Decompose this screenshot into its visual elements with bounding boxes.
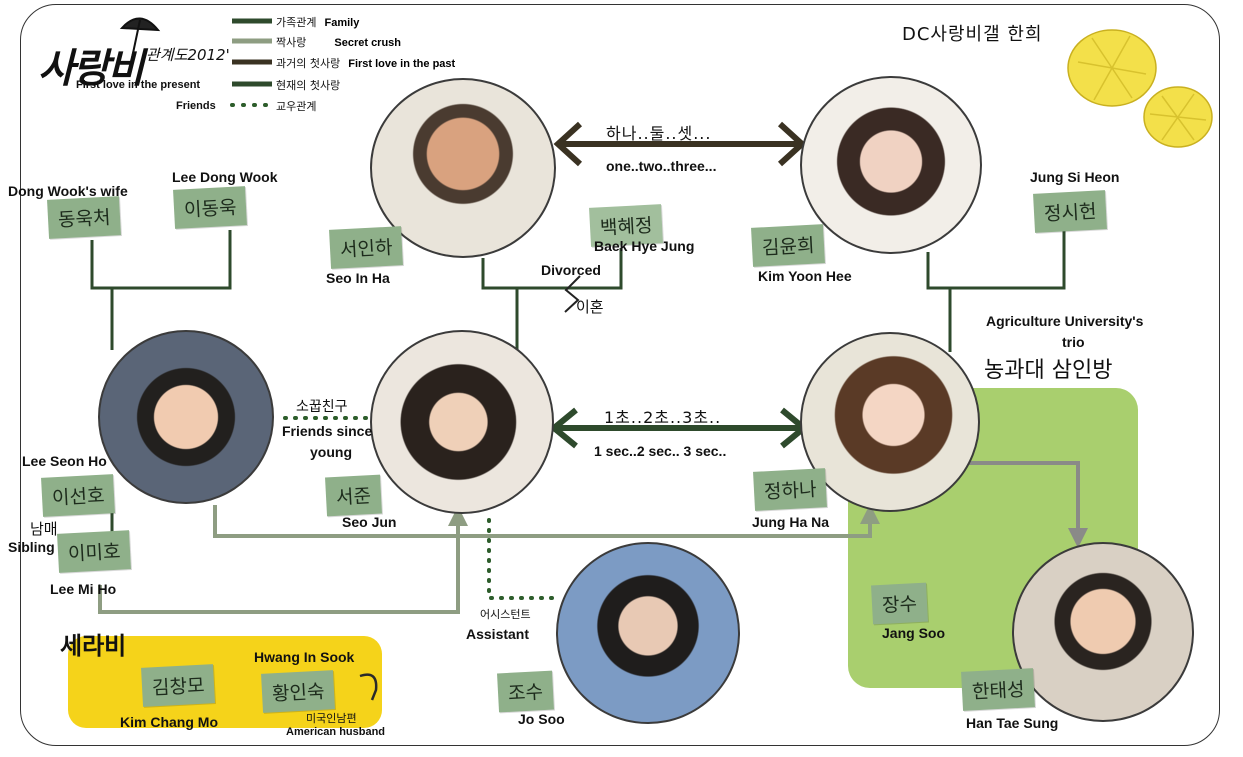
photo-han-tae-sung (1012, 542, 1194, 722)
group-agri-en-1: Agriculture University's (986, 313, 1144, 329)
tag-jung-si-heon: 정시헌 (1033, 190, 1108, 233)
tag-jang-soo: 장수 (871, 582, 928, 625)
logo-umbrella-icon (119, 17, 161, 59)
credit-text: DC사랑비갤 한희 (902, 24, 1043, 45)
name-lee-seon-ho: Lee Seon Ho (22, 453, 107, 469)
husband-arrow (359, 673, 378, 701)
photo-jo-soo (556, 542, 740, 724)
label-assistant-en: Assistant (466, 626, 530, 642)
name-kim-yoon-hee: Kim Yoon Hee (758, 268, 852, 284)
name-jo-soo: Jo Soo (518, 711, 565, 727)
label-husband-en: American husband (286, 726, 386, 738)
logo-subtitle: 관계도2012' (146, 46, 230, 64)
label-one-two-three-kr: 하나..둘..셋... (606, 124, 712, 143)
label-friends-en-1: Friends since (282, 423, 373, 439)
label-one-two-three-en: one..two..three... (606, 158, 717, 174)
photo-jung-ha-na (800, 332, 980, 512)
tag-jo-soo: 조수 (497, 670, 554, 713)
name-baek-hye-jung: Baek Hye Jung (594, 238, 695, 254)
label-divorced-en: Divorced (541, 262, 601, 278)
label-assistant-kr: 어시스턴트 (480, 608, 531, 621)
tag-seo-jun: 서준 (325, 474, 382, 517)
label-sec-kr: 1초..2초..3초.. (604, 408, 722, 427)
tag-lee-seon-ho: 이선호 (41, 474, 116, 517)
photo-kim-yoon-hee (800, 76, 982, 254)
tag-kim-yoon-hee: 김윤희 (751, 224, 826, 267)
photo-lee-seon-ho (98, 330, 274, 504)
label-friends-kr: 소꿉친구 (296, 399, 348, 415)
group-agri-kr: 농과대 삼인방 (984, 358, 1113, 383)
tag-dong-wook-wife: 동욱처 (47, 196, 122, 239)
photo-seo-jun (370, 330, 554, 514)
label-divorced-kr: 이혼 (576, 298, 604, 316)
name-kim-chang-mo: Kim Chang Mo (120, 714, 218, 730)
name-seo-in-ha: Seo In Ha (326, 270, 390, 286)
legend-present-love-en: First love in the present (76, 79, 201, 91)
legend-present-love: 현재의 첫사랑 (276, 79, 341, 92)
friend-lines (283, 416, 554, 600)
label-sibling-kr: 남매 (30, 520, 58, 538)
tag-seo-in-ha: 서인하 (329, 226, 404, 269)
label-husband-kr: 미국인남편 (306, 712, 357, 725)
label-sibling-en: Sibling (8, 539, 55, 555)
group-agri-en-2: trio (1062, 334, 1085, 350)
tag-lee-mi-ho: 이미호 (57, 530, 132, 573)
name-jung-ha-na: Jung Ha Na (752, 514, 830, 530)
tag-lee-dong-wook: 이동욱 (173, 186, 248, 229)
name-jang-soo: Jang Soo (882, 625, 946, 641)
crush-lines (98, 461, 1088, 614)
legend-friends: 교우관계 (276, 100, 317, 113)
name-lee-mi-ho: Lee Mi Ho (50, 581, 117, 597)
label-friends-en-2: young (310, 444, 352, 460)
tag-hwang-in-sook: 황인숙 (261, 670, 336, 713)
name-lee-dong-wook: Lee Dong Wook (172, 169, 278, 185)
chart-frame (20, 4, 1220, 746)
name-hwang-in-sook: Hwang In Sook (254, 649, 355, 665)
group-serabi: 세라비 (60, 632, 127, 660)
tag-kim-chang-mo: 김창모 (141, 664, 216, 707)
legend-lines (230, 18, 272, 107)
divorced-mark (564, 275, 581, 313)
name-han-tae-sung: Han Tae Sung (966, 715, 1059, 731)
umbrella-icon (1067, 29, 1213, 148)
tag-han-tae-sung: 한태성 (961, 668, 1036, 711)
name-seo-jun: Seo Jun (342, 514, 397, 530)
name-jung-si-heon: Jung Si Heon (1030, 169, 1120, 185)
label-sec-en: 1 sec..2 sec.. 3 sec.. (594, 443, 727, 459)
tag-jung-ha-na: 정하나 (753, 468, 828, 511)
logo-title: 사랑비 (38, 46, 144, 92)
name-dong-wook-wife: Dong Wook's wife (8, 183, 128, 199)
legend-friends-en: Friends (176, 100, 216, 112)
